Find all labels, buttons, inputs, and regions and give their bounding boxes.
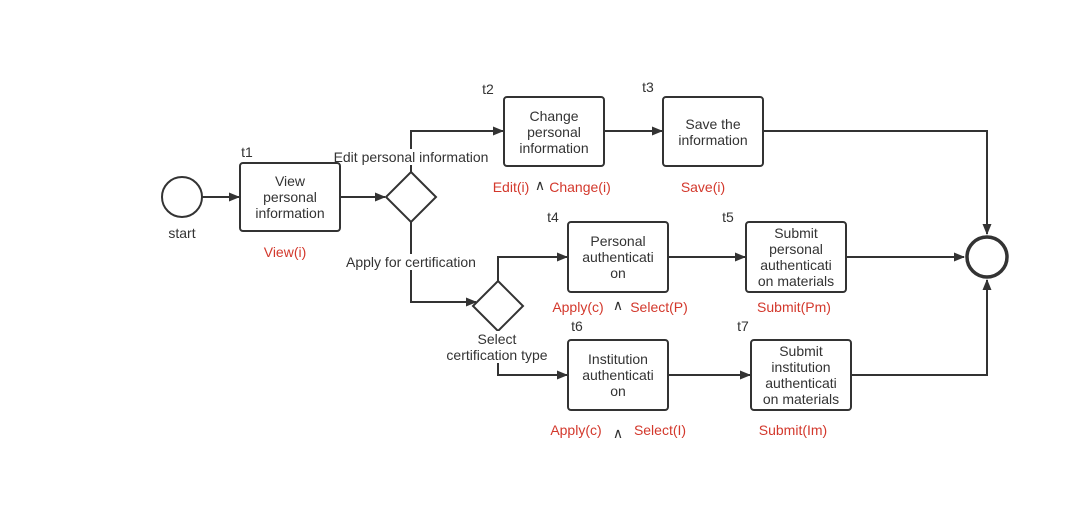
end-event-circle [965, 235, 1009, 279]
start-event-circle [161, 176, 203, 218]
task-t1-box [239, 162, 341, 232]
task-t1-condition: View(i) [264, 244, 307, 260]
task-id-label: t4 [547, 209, 559, 225]
task-t2: t2 Change personal information Edit(i) ∧… [482, 81, 611, 195]
task-t6: t6 Institution authenticati on Apply(c) … [550, 318, 686, 442]
flow-gateway-1-to-gateway-2 [410, 222, 477, 307]
task-t3-text-line: information [678, 132, 747, 148]
task-t7-box [750, 339, 852, 411]
task-id-label: t7 [737, 318, 749, 334]
task-t4-text-line: authenticati [582, 249, 654, 265]
task-t4-text-line: on [610, 265, 626, 281]
task-id-label: t2 [482, 81, 494, 97]
task-t4-condition-operator: ∧ [613, 298, 623, 314]
label-background [475, 331, 519, 347]
task-t1: t1 View personal information View(i) [239, 144, 341, 260]
task-t6-box [567, 339, 669, 411]
task-t5-text-line: Submit [774, 225, 818, 241]
task-t2-text-line: information [519, 140, 588, 156]
task-t5-text-line: on materials [758, 273, 834, 289]
task-t7: t7 Submit institution authenticati on ma… [737, 318, 852, 438]
task-t2-condition-right: Change(i) [549, 179, 610, 195]
label-background [344, 254, 478, 270]
gateway-1: Edit personal information Apply for cert… [331, 149, 491, 270]
task-t5-text-line: authenticati [760, 257, 832, 273]
gateway-1-diamond [384, 170, 438, 224]
task-t4-text-line: Personal [590, 233, 645, 249]
task-t7-text-line: authenticati [765, 375, 837, 391]
task-t2-box [503, 96, 605, 167]
start-event-label: start [168, 225, 195, 241]
task-t4: t4 Personal authenticati on Apply(c) ∧ S… [547, 209, 688, 315]
task-t1-text-line: View [275, 173, 306, 189]
task-t3-text-line: Save the [685, 116, 740, 132]
task-t6-text-line: Institution [588, 351, 648, 367]
start-event: start [161, 176, 203, 241]
task-t3-condition: Save(i) [681, 179, 725, 195]
task-t6-condition-operator: ∧ [613, 426, 623, 442]
task-id-label: t6 [571, 318, 583, 334]
task-t4-box [567, 221, 669, 293]
flow-gateway-2-to-t4 [497, 252, 568, 281]
label-background [444, 347, 550, 363]
flow-t3-to-end [763, 130, 992, 235]
task-t5-box [745, 221, 847, 293]
task-t6-text-line: authenticati [582, 367, 654, 383]
task-t2-text-line: personal [527, 124, 581, 140]
task-t7-text-line: Submit [779, 343, 823, 359]
task-t2-condition-operator: ∧ [535, 178, 545, 194]
task-t2-text-line: Change [529, 108, 578, 124]
task-t2-condition-left: Edit(i) [493, 179, 530, 195]
label-background [331, 149, 491, 165]
task-t4-condition-right: Select(P) [630, 299, 688, 315]
task-t3: t3 Save the information Save(i) [642, 79, 764, 195]
task-t6-condition-left: Apply(c) [550, 422, 601, 438]
task-t7-text-line: institution [771, 359, 830, 375]
task-t6-text-line: on [610, 383, 626, 399]
task-t5: t5 Submit personal authenticati on mater… [722, 209, 847, 315]
gateway-2-label-line: certification type [446, 347, 547, 363]
gateway-1-upper-branch-label: Edit personal information [334, 149, 489, 165]
task-t1-text-line: information [255, 205, 324, 221]
task-t3-box [662, 96, 764, 167]
flow-t7-to-end [851, 279, 992, 376]
gateway-1-lower-branch-label: Apply for certification [346, 254, 476, 270]
task-t5-text-line: personal [769, 241, 823, 257]
task-id-label: t3 [642, 79, 654, 95]
task-t4-condition-left: Apply(c) [552, 299, 603, 315]
end-event [965, 235, 1009, 279]
task-t5-condition: Submit(Pm) [757, 299, 831, 315]
gateway-2-label-line: Select [478, 331, 517, 347]
task-id-label: t5 [722, 209, 734, 225]
task-t7-text-line: on materials [763, 391, 839, 407]
gateway-2-diamond [471, 279, 525, 333]
task-t6-condition-right: Select(I) [634, 422, 686, 438]
task-t1-text-line: personal [263, 189, 317, 205]
task-id-label: t1 [241, 144, 253, 160]
gateway-2: Select certification type [444, 279, 550, 363]
task-t7-condition: Submit(Im) [759, 422, 827, 438]
